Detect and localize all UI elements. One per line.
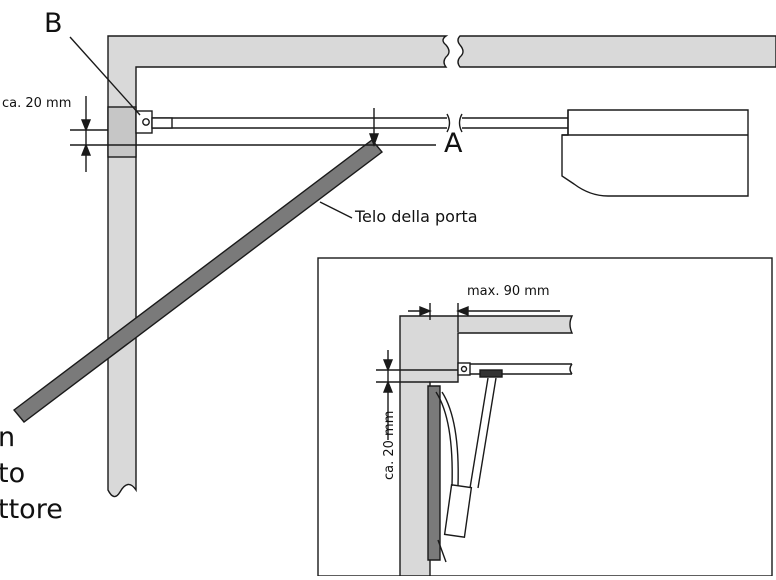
detail-cable (435, 391, 459, 487)
detail-slider (479, 369, 503, 378)
detail-rail (458, 363, 572, 375)
leader-telo (319, 201, 353, 219)
lintel-shade (107, 106, 137, 158)
ceiling-wall (107, 35, 450, 498)
label-max-offset: max. 90 mm (467, 284, 550, 299)
label-gap-detail: ca. 20 mm (382, 410, 397, 480)
detail-arm (469, 377, 497, 489)
dim-gap-lines (70, 96, 436, 172)
rail-slider (151, 117, 173, 129)
label-point-b: B (44, 8, 63, 39)
cropped-caption-line3: ttore (0, 494, 63, 525)
bracket-pin (142, 118, 150, 126)
label-gap-main: ca. 20 mm (2, 96, 72, 111)
cropped-caption-line1: n (0, 422, 16, 453)
label-point-a: A (444, 128, 463, 159)
detail-handle (437, 539, 447, 563)
cropped-caption-line2: to (0, 458, 26, 489)
label-door-panel: Telo della porta (355, 207, 478, 226)
leader-b (69, 36, 141, 116)
dim-gap-arrows (80, 119, 92, 156)
cropped-caption: n to ttore (0, 420, 63, 528)
door-panel (12, 139, 384, 423)
ceiling-right (457, 35, 776, 68)
detail-door (427, 385, 441, 561)
detail-coupler (443, 484, 473, 538)
rail (136, 117, 568, 129)
detail-rail-end (569, 363, 573, 375)
marker-a-arrow (369, 133, 379, 148)
motor-head (561, 109, 749, 197)
rail-break (446, 113, 463, 133)
motor-seam (562, 110, 748, 136)
